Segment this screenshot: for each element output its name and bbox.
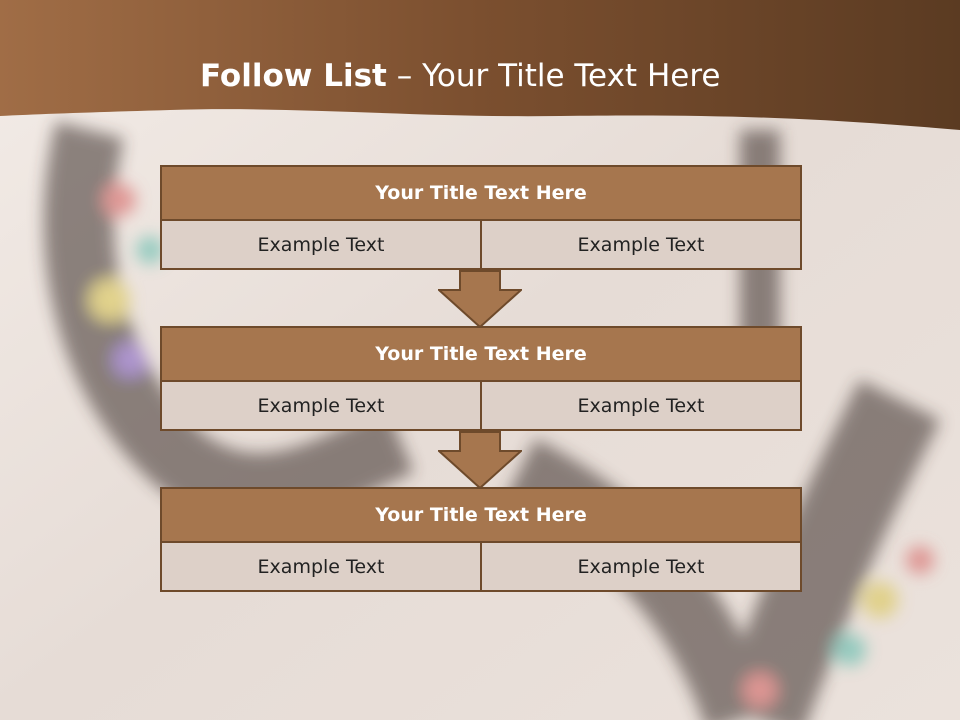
flow-block-title: Your Title Text Here — [160, 165, 802, 221]
flow-block-title: Your Title Text Here — [160, 326, 802, 382]
flow-block-right-cell: Example Text — [482, 221, 802, 270]
flow-block-left-cell: Example Text — [160, 543, 482, 592]
slide-title: Follow List – Your Title Text Here — [200, 54, 720, 98]
flow-block-row: Example Text Example Text — [160, 221, 802, 270]
flow-block-right-cell: Example Text — [482, 543, 802, 592]
flow-block-right-cell: Example Text — [482, 382, 802, 431]
slide-title-bold: Follow List — [200, 58, 387, 94]
flow-block-row: Example Text Example Text — [160, 543, 802, 592]
flow-block-3: Your Title Text Here Example Text Exampl… — [160, 487, 802, 592]
flow-block-row: Example Text Example Text — [160, 382, 802, 431]
flow-block-title: Your Title Text Here — [160, 487, 802, 543]
down-arrow-icon — [438, 270, 522, 328]
flow-block-2: Your Title Text Here Example Text Exampl… — [160, 326, 802, 431]
slide-title-rest: – Your Title Text Here — [386, 58, 721, 94]
down-arrow-icon — [438, 431, 522, 489]
flow-block-left-cell: Example Text — [160, 221, 482, 270]
flow-block-1: Your Title Text Here Example Text Exampl… — [160, 165, 802, 270]
flow-block-left-cell: Example Text — [160, 382, 482, 431]
